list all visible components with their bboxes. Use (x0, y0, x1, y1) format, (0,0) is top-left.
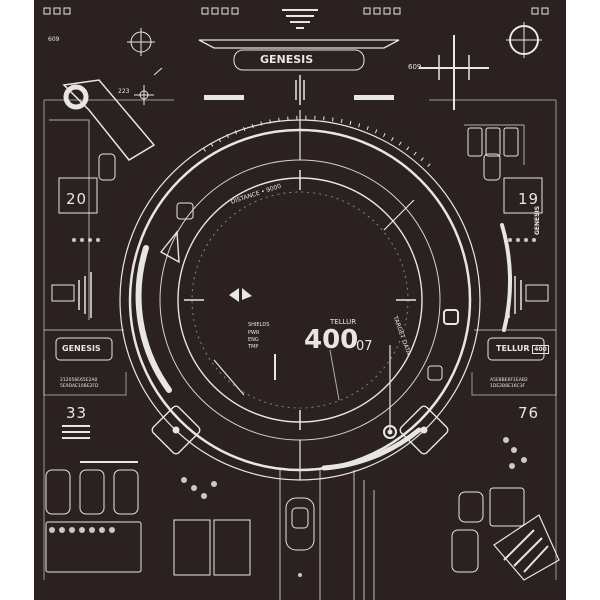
hud-label: SHIELDS (248, 322, 270, 328)
hex-left: 212056E65E2A0 5E9DAE10BE2FD (60, 378, 99, 389)
counter-top-left: 20 (66, 190, 88, 208)
brand-right-label: TELLUR (496, 344, 530, 353)
counter-bottom-left: 33 (66, 404, 88, 422)
hud-row-3: TMP (248, 344, 259, 350)
tag-small: 223 (118, 88, 130, 95)
brand-right: TELLUR 400 (496, 344, 549, 354)
hex-right: A5E8BE6F1EAB2 1DE2B8E16C3F (490, 378, 528, 389)
hud-graphics (43, 7, 560, 600)
counter-bottom-right: 76 (518, 404, 540, 422)
brand-left: GENESIS (62, 344, 101, 353)
hud-row-2: ENG (248, 337, 259, 343)
brand-vertical: GENESIS (534, 205, 541, 235)
brand-top: GENESIS (260, 53, 314, 66)
counter-top-right: 19 (518, 190, 540, 208)
hud-panel: GENESIS GENESIS TELLUR 400 GENESIS TELLU… (34, 0, 566, 600)
hud-row-1: PWR (248, 330, 260, 336)
readout-label: TELLUR (330, 318, 357, 326)
readout-value: 400 (304, 325, 359, 355)
tag-top-left: 609 (48, 36, 60, 43)
brand-right-tag: 400 (532, 345, 549, 354)
readout-sub: 07 (356, 339, 373, 354)
tag-top-right: 609 (408, 63, 422, 71)
